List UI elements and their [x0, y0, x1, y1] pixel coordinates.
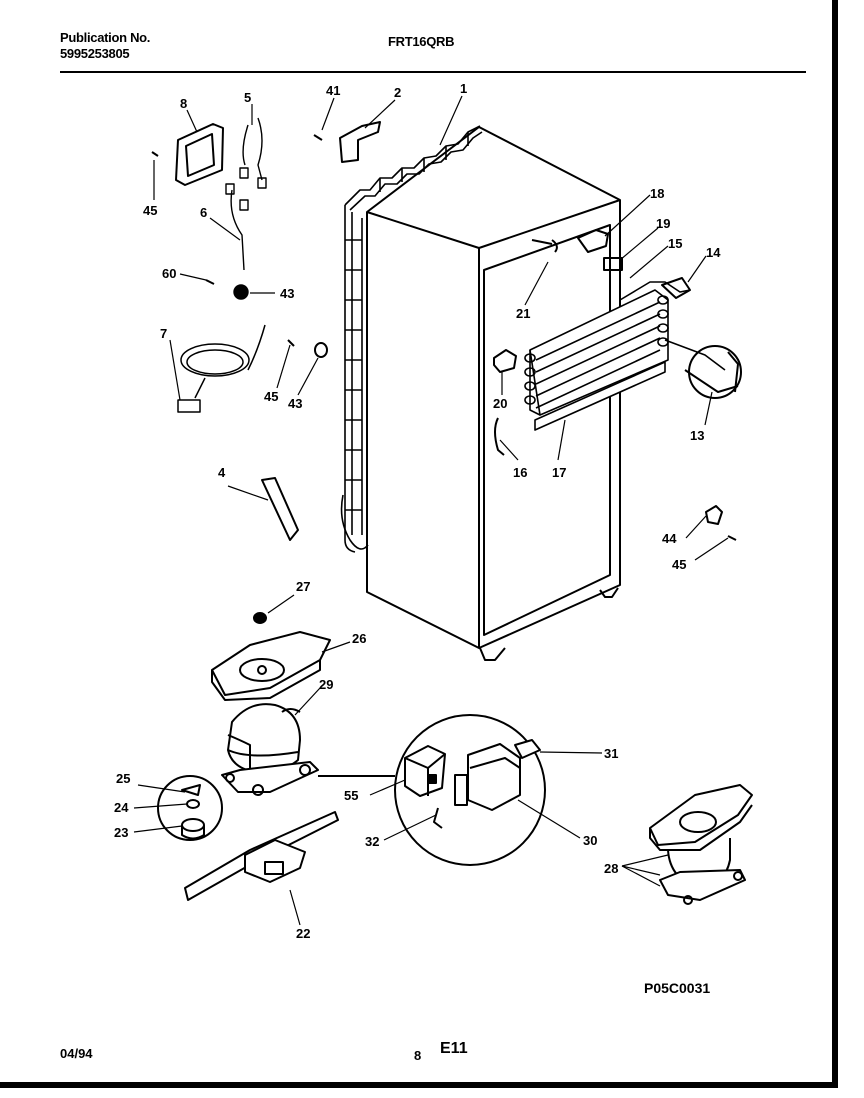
callout-label: 26 [352, 631, 366, 646]
part-27 [253, 612, 267, 624]
callout-label: 60 [162, 266, 176, 281]
part-22-base [184, 811, 339, 901]
part-28-compressor [649, 784, 753, 905]
publication-label: Publication No. [60, 30, 151, 45]
part-45-screw-a [151, 151, 159, 157]
part-60-screw [205, 279, 215, 285]
callout-label: 23 [114, 825, 128, 840]
condenser-coil [340, 125, 483, 553]
callout-label: 43 [288, 396, 302, 411]
footer-date: 04/94 [60, 1046, 93, 1061]
part-45-screw-c [727, 535, 737, 541]
callout-labels: 8 5 41 2 1 45 6 60 43 18 19 15 14 21 7 4… [114, 81, 721, 941]
part-29-compressor [221, 703, 319, 796]
part-23-25-mounts [157, 775, 223, 841]
part-16 [494, 417, 505, 456]
callout-label: 45 [672, 557, 686, 572]
part-13-detail [684, 345, 742, 399]
relay-detail-circle [318, 714, 546, 866]
callout-label: 44 [662, 531, 677, 546]
part-19 [603, 257, 623, 271]
callout-label: 19 [656, 216, 670, 231]
part-18 [577, 229, 609, 253]
part-4 [261, 477, 299, 541]
callout-label: 41 [326, 83, 340, 98]
callout-label: 25 [116, 771, 130, 786]
part-8 [175, 123, 224, 186]
part-43-clip [314, 342, 328, 358]
part-20 [493, 349, 517, 373]
part-41 [313, 134, 323, 141]
leader-lines [133, 95, 729, 926]
publication-number: 5995253805 [60, 46, 130, 61]
callout-label: 27 [296, 579, 310, 594]
callout-label: 32 [365, 834, 379, 849]
part-7-cord [177, 324, 266, 413]
part-21 [531, 239, 558, 253]
callout-label: 31 [604, 746, 618, 761]
drawing-code: P05C0031 [644, 980, 711, 996]
callout-label: 17 [552, 465, 566, 480]
callout-label: 13 [690, 428, 704, 443]
callout-label: 21 [516, 306, 530, 321]
footer-section: E11 [440, 1040, 468, 1057]
callout-label: 5 [244, 90, 251, 105]
callout-label: 2 [394, 85, 401, 100]
callout-label: 20 [493, 396, 507, 411]
part-44 [705, 505, 723, 525]
callout-label: 7 [160, 326, 167, 341]
refrigerator-cabinet [366, 126, 621, 661]
part-26-drain-pan [211, 631, 331, 701]
callout-label: 30 [583, 833, 597, 848]
callout-label: 15 [668, 236, 682, 251]
callout-label: 29 [319, 677, 333, 692]
callout-label: 43 [280, 286, 294, 301]
header-rule [60, 71, 806, 73]
callout-label: 8 [180, 96, 187, 111]
callout-label: 45 [264, 389, 278, 404]
callout-label: 24 [114, 800, 129, 815]
callout-label: 16 [513, 465, 527, 480]
callout-label: 14 [706, 245, 721, 260]
model-number: FRT16QRB [388, 34, 455, 49]
page-frame [0, 0, 838, 1088]
callout-label: 55 [344, 788, 358, 803]
part-14 [661, 277, 691, 299]
footer-page-number: 8 [414, 1048, 422, 1063]
part-45-screw-b [287, 339, 295, 347]
callout-label: 4 [218, 465, 226, 480]
callout-label: 18 [650, 186, 664, 201]
callout-label: 45 [143, 203, 157, 218]
part-2 [339, 121, 381, 163]
callout-label: 22 [296, 926, 310, 941]
callout-label: 1 [460, 81, 467, 96]
callout-label: 28 [604, 861, 618, 876]
evaporator-assembly [524, 281, 726, 431]
part-5-6-harness [225, 117, 267, 300]
callout-label: 6 [200, 205, 207, 220]
